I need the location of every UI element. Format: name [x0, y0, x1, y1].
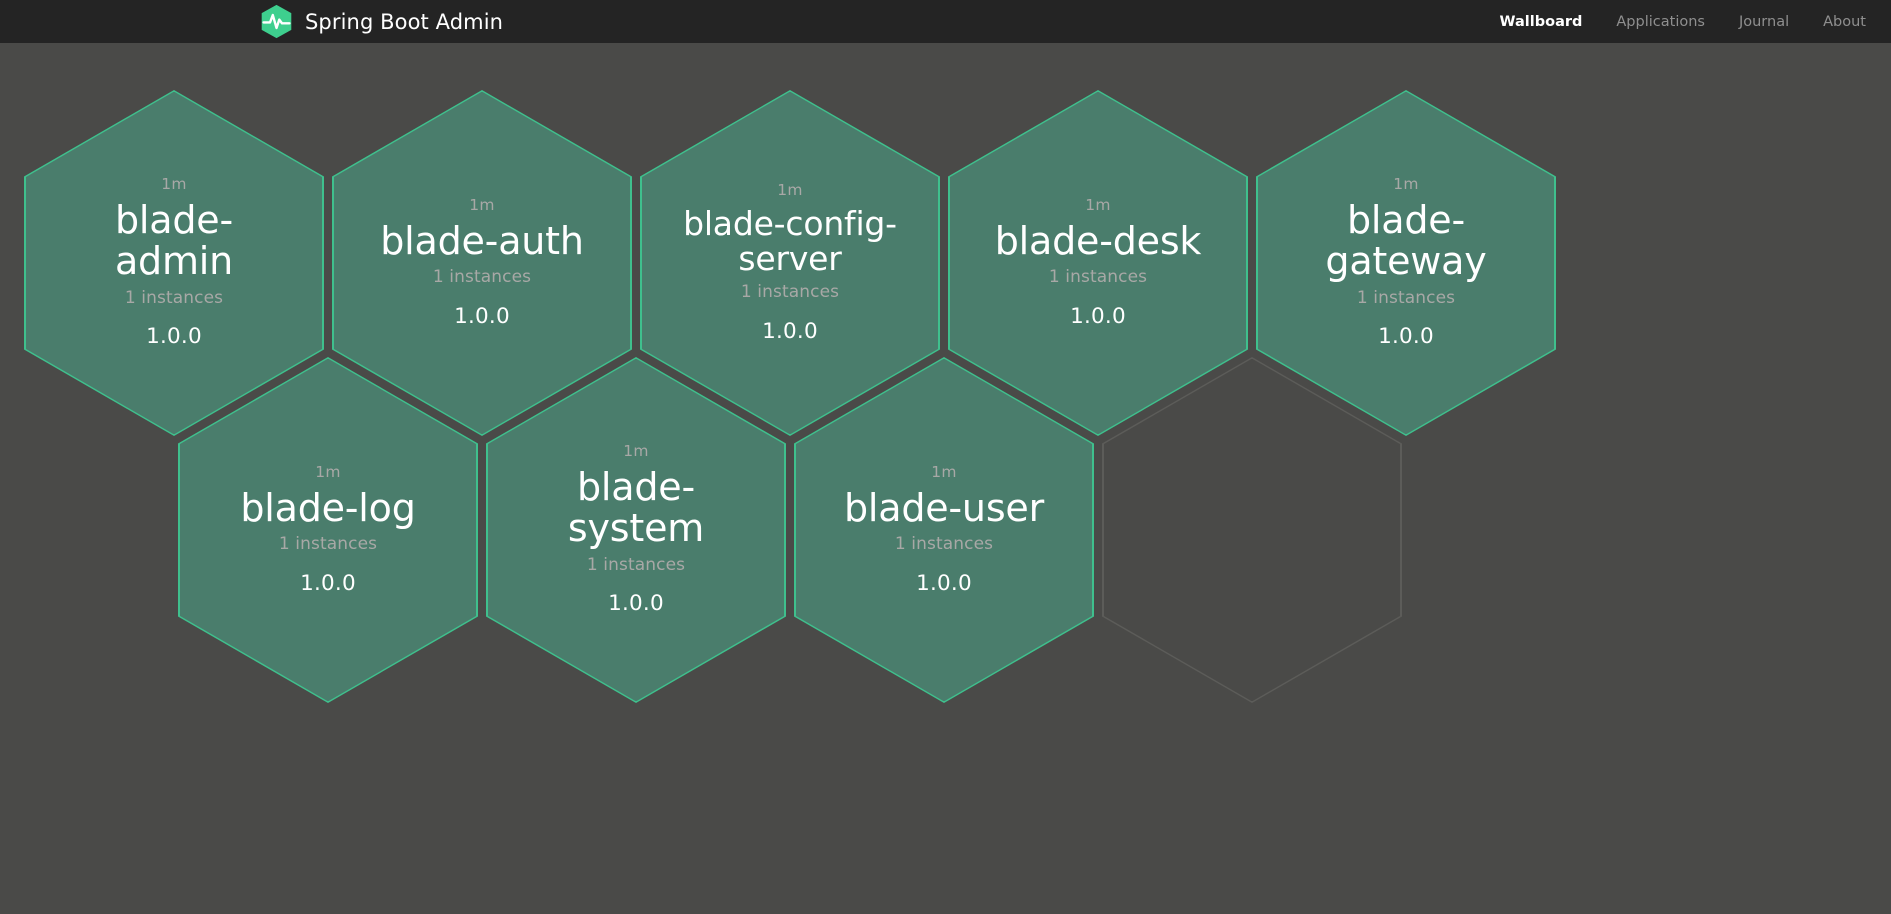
application-hexagon-blade-log[interactable]: 1m blade-log 1 instances 1.0.0: [178, 357, 478, 703]
application-name: blade-admin: [114, 198, 234, 283]
application-hexagon-body: 1m blade-admin 1 instances 1.0.0: [25, 91, 323, 435]
application-uptime: 1m: [931, 462, 957, 481]
application-hexagon-blade-gateway[interactable]: 1m blade-gateway 1 instances 1.0.0: [1256, 90, 1556, 436]
application-instance-count: 1 instances: [124, 287, 224, 308]
application-hexagon-body: 1m blade-config-server 1 instances 1.0.0: [641, 91, 939, 435]
nav-item-about[interactable]: About: [1823, 13, 1866, 30]
nav-item-wallboard[interactable]: Wallboard: [1499, 13, 1583, 30]
application-name: blade-gateway: [1325, 198, 1487, 283]
application-name: blade-user: [843, 485, 1045, 530]
application-instance-count: 1 instances: [1356, 287, 1456, 308]
top-navbar: Spring Boot Admin Wallboard Applications…: [0, 0, 1891, 43]
application-uptime: 1m: [315, 462, 341, 481]
application-version: 1.0.0: [1070, 303, 1126, 329]
application-uptime: 1m: [777, 180, 803, 199]
application-version: 1.0.0: [916, 570, 972, 596]
application-instance-count: 1 instances: [586, 554, 686, 575]
application-hexagon-body: 1m blade-user 1 instances 1.0.0: [795, 358, 1093, 702]
application-hexagon-blade-system[interactable]: 1m blade-system 1 instances 1.0.0: [486, 357, 786, 703]
application-version: 1.0.0: [762, 318, 818, 344]
nav-item-applications[interactable]: Applications: [1616, 13, 1705, 30]
application-instance-count: 1 instances: [1048, 267, 1148, 288]
application-version: 1.0.0: [608, 590, 664, 616]
application-version: 1.0.0: [1378, 323, 1434, 349]
application-version: 1.0.0: [454, 303, 510, 329]
application-version: 1.0.0: [146, 323, 202, 349]
application-hexagon-body: 1m blade-gateway 1 instances 1.0.0: [1257, 91, 1555, 435]
empty-hexagon-body: [1103, 358, 1401, 702]
application-hexagon-blade-user[interactable]: 1m blade-user 1 instances 1.0.0: [794, 357, 1094, 703]
application-name: blade-system: [567, 465, 705, 550]
application-name: blade-config-server: [683, 203, 897, 278]
application-hexagon-body: 1m blade-auth 1 instances 1.0.0: [333, 91, 631, 435]
application-uptime: 1m: [623, 442, 649, 461]
application-hexagon-blade-auth[interactable]: 1m blade-auth 1 instances 1.0.0: [332, 90, 632, 436]
application-instance-count: 1 instances: [740, 282, 840, 303]
application-name: blade-desk: [994, 218, 1202, 263]
application-hexagon-blade-admin[interactable]: 1m blade-admin 1 instances 1.0.0: [24, 90, 324, 436]
application-name: blade-auth: [380, 218, 584, 263]
application-instance-count: 1 instances: [432, 267, 532, 288]
brand-home-link[interactable]: Spring Boot Admin: [258, 3, 503, 40]
main-nav: Wallboard Applications Journal About: [1500, 14, 1866, 30]
application-version: 1.0.0: [300, 570, 356, 596]
empty-hexagon-placeholder: [1102, 357, 1402, 703]
heartbeat-hexagon-logo-icon: [258, 3, 295, 40]
application-hexagon-body: 1m blade-log 1 instances 1.0.0: [179, 358, 477, 702]
application-uptime: 1m: [161, 175, 187, 194]
application-hexagon-body: 1m blade-system 1 instances 1.0.0: [487, 358, 785, 702]
application-hexagon-body: 1m blade-desk 1 instances 1.0.0: [949, 91, 1247, 435]
application-instance-count: 1 instances: [278, 534, 378, 555]
application-instance-count: 1 instances: [894, 534, 994, 555]
application-hexagon-blade-desk[interactable]: 1m blade-desk 1 instances 1.0.0: [948, 90, 1248, 436]
application-uptime: 1m: [469, 195, 495, 214]
application-hexagon-blade-config-server[interactable]: 1m blade-config-server 1 instances 1.0.0: [640, 90, 940, 436]
nav-item-journal[interactable]: Journal: [1738, 13, 1790, 30]
application-uptime: 1m: [1393, 175, 1419, 194]
wallboard-grid: 1m blade-admin 1 instances 1.0.0 1m blade-aut…: [0, 43, 1891, 914]
application-name: blade-log: [240, 485, 416, 530]
brand-title: Spring Boot Admin: [305, 9, 504, 34]
application-uptime: 1m: [1085, 195, 1111, 214]
